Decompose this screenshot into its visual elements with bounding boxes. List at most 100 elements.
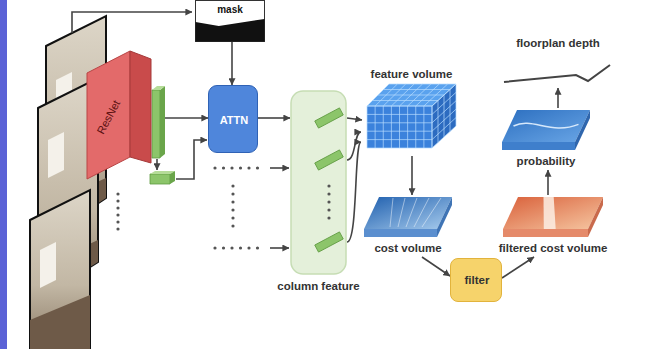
depth-polyline (504, 65, 610, 82)
slab-side (575, 110, 590, 150)
probability-map: probability (500, 108, 592, 170)
column-feature-group: column feature (290, 90, 347, 275)
shape-group (367, 84, 456, 148)
filtered-cost-volume: filtered cost volume (492, 195, 614, 257)
panorama-window (40, 242, 56, 288)
node-label: filtered cost volume (499, 241, 608, 255)
panorama-floor (46, 178, 106, 238)
flow-arrow (153, 117, 208, 119)
column-arrow (347, 142, 361, 242)
shape-group (502, 110, 590, 150)
column-feature-bar (315, 150, 343, 170)
volume-grid-line (367, 139, 432, 140)
floorplan-depth: floorplan depth (500, 36, 616, 88)
panorama-window (56, 72, 72, 118)
ellipsis-dots (215, 246, 266, 249)
side-strip (0, 0, 7, 349)
volume-grid-line (367, 106, 368, 148)
node-label: feature volume (371, 67, 453, 81)
mask-region (196, 19, 265, 42)
attention-block: ATTN (208, 85, 258, 153)
volume-grid-line (367, 106, 432, 107)
volume-grid-line (367, 148, 432, 149)
slab-front (364, 229, 437, 237)
volume-grid-line (373, 100, 439, 101)
volume-grid-line (444, 95, 445, 137)
shape-group (196, 1, 265, 42)
column-panel (291, 91, 346, 274)
small-feature-bar-side (170, 171, 175, 184)
volume-grid-line (432, 106, 433, 148)
panorama-floor (38, 240, 98, 300)
ellipsis-arrow (270, 167, 289, 169)
volume-grid-line (389, 84, 456, 85)
shape-group (364, 197, 452, 237)
column-feature-bar (315, 232, 343, 252)
resnet-block: ResNet (85, 45, 153, 195)
panorama-window (48, 132, 64, 178)
volume-grid-line (375, 106, 376, 148)
slab-texture (406, 198, 417, 227)
slab-texture (414, 198, 429, 227)
node-label: cost volume (374, 241, 441, 255)
volume-grid-line (367, 131, 432, 132)
mask-frame (196, 1, 265, 42)
ellipsis-dots (116, 194, 119, 232)
ellipsis-dots (231, 186, 234, 228)
small-feature-bar-top (150, 171, 175, 174)
volume-grid-line (367, 114, 432, 115)
column-feature-bar (315, 108, 343, 128)
volume-group (367, 84, 456, 148)
shape-group (504, 65, 610, 82)
volume-grid-line (367, 106, 432, 107)
slab-texture (514, 123, 579, 128)
flow-arrow (547, 170, 549, 195)
shape-group (291, 91, 346, 274)
cost-volume: cost volume (362, 195, 454, 257)
feature-bar-side (160, 86, 165, 158)
slab-texture (422, 198, 441, 227)
slab-texture (390, 198, 393, 227)
node-label: probability (517, 154, 576, 168)
volume-grid-line (399, 106, 400, 148)
slab-texture (398, 198, 405, 227)
image-to-mask-arrow (72, 12, 192, 33)
slab-top (502, 110, 590, 142)
volume-grid-line (378, 95, 444, 96)
node-label: floorplan depth (516, 36, 600, 50)
feature-bar-top (152, 86, 165, 90)
flow-arrow (231, 42, 233, 85)
volume-grid-line (391, 106, 392, 148)
shape-group (503, 197, 603, 237)
slab-side (588, 197, 603, 237)
node-label: ATTN (220, 113, 249, 127)
volume-grid-line (450, 90, 451, 132)
mask-image: mask (195, 0, 265, 42)
slab-side (437, 197, 452, 237)
panorama-floor (30, 295, 90, 349)
node-label: mask (217, 3, 243, 17)
flow-arrow (347, 118, 362, 120)
column-feature-group-shape (290, 90, 347, 275)
volume-side (432, 84, 456, 148)
bar-to-attn-arrow (176, 140, 207, 179)
volume-grid-line (456, 84, 457, 126)
slab-top (503, 197, 603, 229)
slab-texture (544, 197, 556, 229)
small-feature-bar (150, 174, 170, 184)
volume-grid-line (432, 106, 433, 148)
resnet-side-face (130, 51, 151, 163)
volume-grid-line (423, 106, 424, 148)
volume-front (367, 106, 432, 148)
flow-arrow (258, 117, 290, 119)
resnet-block-shape (85, 45, 153, 195)
feature-bar (152, 90, 160, 158)
node-label: column feature (277, 279, 359, 293)
filter-block: filter (450, 258, 502, 302)
volume-grid-line (383, 106, 384, 148)
panorama-frame (30, 190, 90, 349)
column-arrow (347, 132, 361, 160)
slab-front (503, 229, 588, 237)
slab-front (502, 142, 575, 150)
flow-arrow (422, 257, 450, 276)
